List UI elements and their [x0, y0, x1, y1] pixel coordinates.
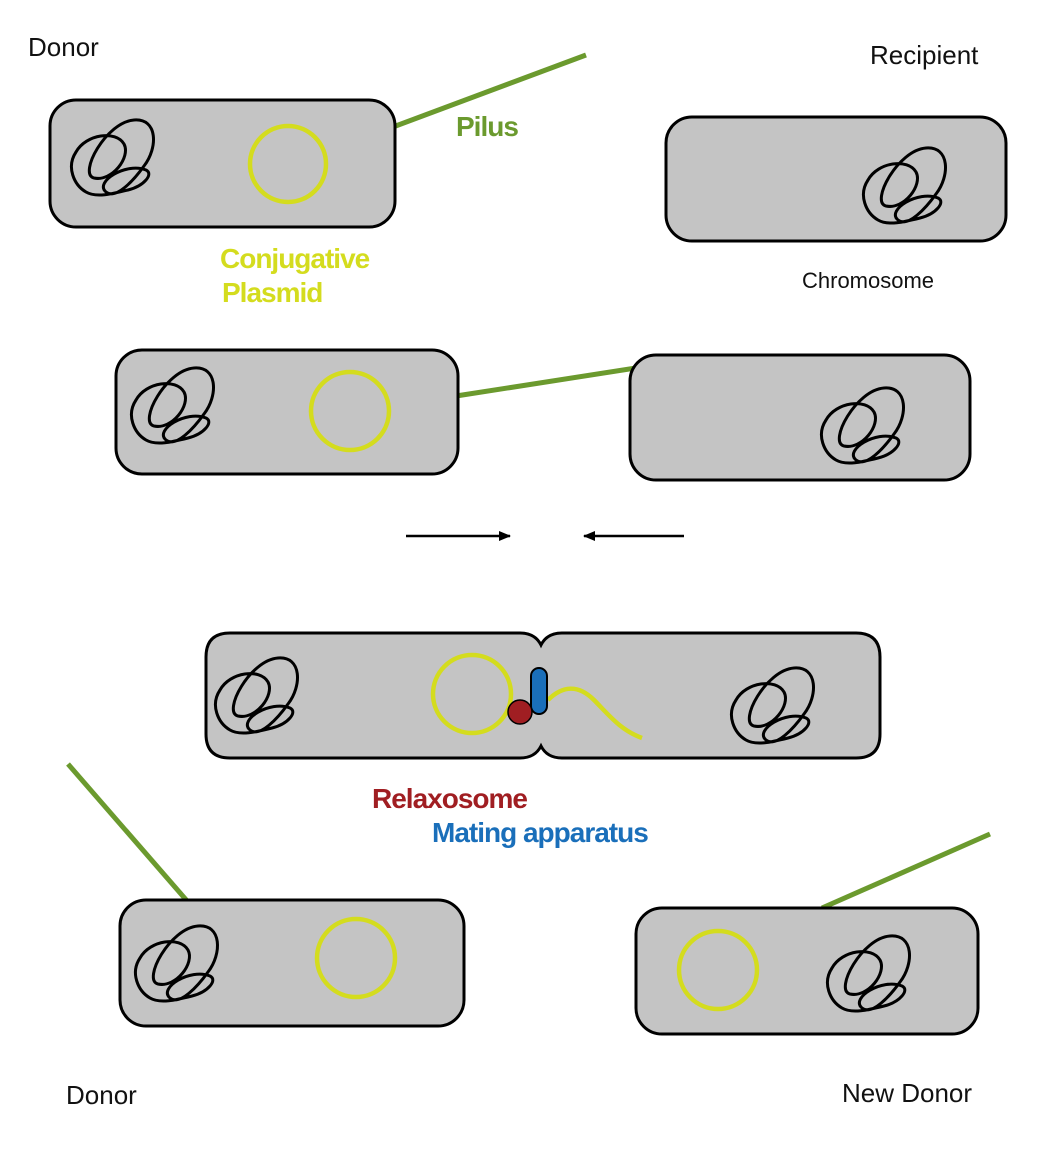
plasmid-new-donor	[676, 928, 760, 1012]
conjugative-plasmid	[247, 123, 329, 205]
recipient-cell	[664, 115, 1008, 243]
donor-cell-contact	[114, 348, 460, 476]
label-conjugative: Conjugative	[220, 243, 370, 274]
stage-1	[48, 52, 1008, 243]
stage-2	[114, 348, 972, 482]
label-plasmid: Plasmid	[222, 277, 322, 308]
new-donor-pilus	[820, 831, 992, 911]
label-relaxosome: Relaxosome	[372, 783, 527, 814]
donor-cell-bottom	[118, 898, 466, 1028]
mating-apparatus	[530, 667, 548, 715]
relaxosome	[507, 699, 533, 725]
label-chromosome: Chromosome	[802, 268, 934, 293]
labels: Donor Recipient Pilus Conjugative Plasmi…	[28, 32, 979, 1110]
plasmid-transferring	[430, 652, 514, 736]
donor-pilus	[392, 52, 587, 130]
label-mating-apparatus: Mating apparatus	[432, 817, 648, 848]
stage-4	[66, 762, 992, 1036]
transferred-strand	[546, 686, 643, 741]
label-pilus: Pilus	[456, 111, 518, 142]
recipient-cell-contact	[628, 353, 972, 482]
donor-pilus-bottom	[66, 762, 190, 904]
contact-pilus	[455, 365, 637, 399]
new-donor-cell	[634, 906, 980, 1036]
label-donor-bottom: Donor	[66, 1080, 137, 1110]
label-donor-top: Donor	[28, 32, 99, 62]
label-new-donor: New Donor	[842, 1078, 972, 1108]
donor-cell	[48, 98, 397, 229]
label-recipient: Recipient	[870, 40, 979, 70]
stage-3	[204, 631, 882, 760]
plasmid-donor-bottom	[314, 916, 398, 1000]
plasmid-contact	[308, 369, 392, 453]
